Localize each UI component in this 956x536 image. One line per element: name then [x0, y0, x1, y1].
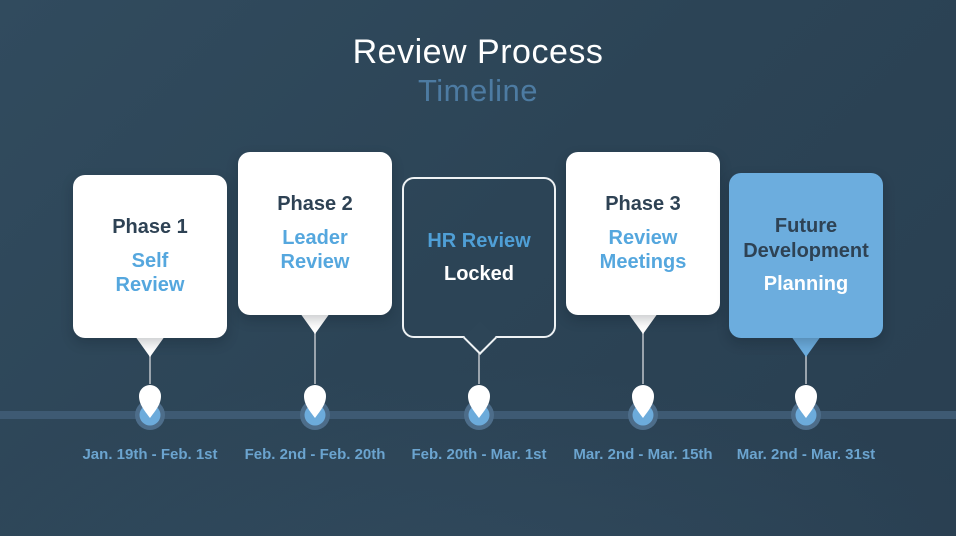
phase-1-card: Phase 1 Self Review [73, 175, 227, 338]
future-development-card: Future Development Planning [729, 173, 883, 338]
phase-1-map-pin-icon [135, 385, 165, 430]
phase-2-heading: Phase 2 [277, 193, 353, 216]
phase-1-group: Phase 1 Self Review Jan. 19th - Feb. 1st [73, 0, 227, 536]
hr-review-heading: HR Review [427, 229, 531, 252]
phase-3-heading: Phase 3 [605, 193, 681, 216]
phase-3-group: Phase 3 Review Meetings Mar. 2nd - Mar. … [566, 0, 720, 536]
phase-3-connector-line [642, 333, 644, 384]
future-development-subheading: Planning [763, 273, 849, 296]
phase-2-map-pin-icon [300, 385, 330, 430]
future-development-date-range: Mar. 2nd - Mar. 31st [736, 446, 876, 463]
future-development-connector-line [805, 355, 807, 384]
page-title: Review Process [352, 33, 604, 71]
page-subtitle: Timeline [418, 73, 538, 109]
phase-2-group: Phase 2 Leader Review Feb. 2nd - Feb. 20… [238, 0, 392, 536]
title-block: Review Process Timeline [0, 33, 956, 109]
future-development-group: Future Development Planning Mar. 2nd - M… [729, 0, 883, 536]
phase-1-subheading: Self Review [115, 249, 185, 297]
future-development-map-pin-icon [791, 385, 821, 430]
phase-2-connector-line [314, 333, 316, 384]
phase-3-date-range: Mar. 2nd - Mar. 15th [573, 446, 713, 463]
hr-review-map-pin-icon [464, 385, 494, 430]
phase-1-connector-line [149, 355, 151, 384]
future-development-card-tail [791, 336, 821, 357]
hr-review-group: HR Review Locked Feb. 20th - Mar. 1st [402, 0, 556, 536]
phase-2-card: Phase 2 Leader Review [238, 152, 392, 315]
phase-3-subheading: Review Meetings [599, 226, 687, 274]
phase-3-card-tail [628, 313, 658, 334]
hr-review-subheading: Locked [443, 263, 515, 285]
phase-2-card-tail [300, 313, 330, 334]
phase-2-date-range: Feb. 2nd - Feb. 20th [244, 446, 386, 463]
phase-1-heading: Phase 1 [112, 216, 188, 239]
hr-review-connector-line [478, 350, 480, 384]
phase-3-map-pin-icon [628, 385, 658, 430]
hr-review-date-range: Feb. 20th - Mar. 1st [411, 446, 547, 463]
phase-1-date-range: Jan. 19th - Feb. 1st [82, 446, 218, 463]
phase-2-subheading: Leader Review [280, 226, 350, 274]
future-development-heading: Future Development [743, 215, 869, 262]
hr-review-card: HR Review Locked [402, 177, 556, 338]
phase-3-card: Phase 3 Review Meetings [566, 152, 720, 315]
phase-1-card-tail [135, 336, 165, 357]
